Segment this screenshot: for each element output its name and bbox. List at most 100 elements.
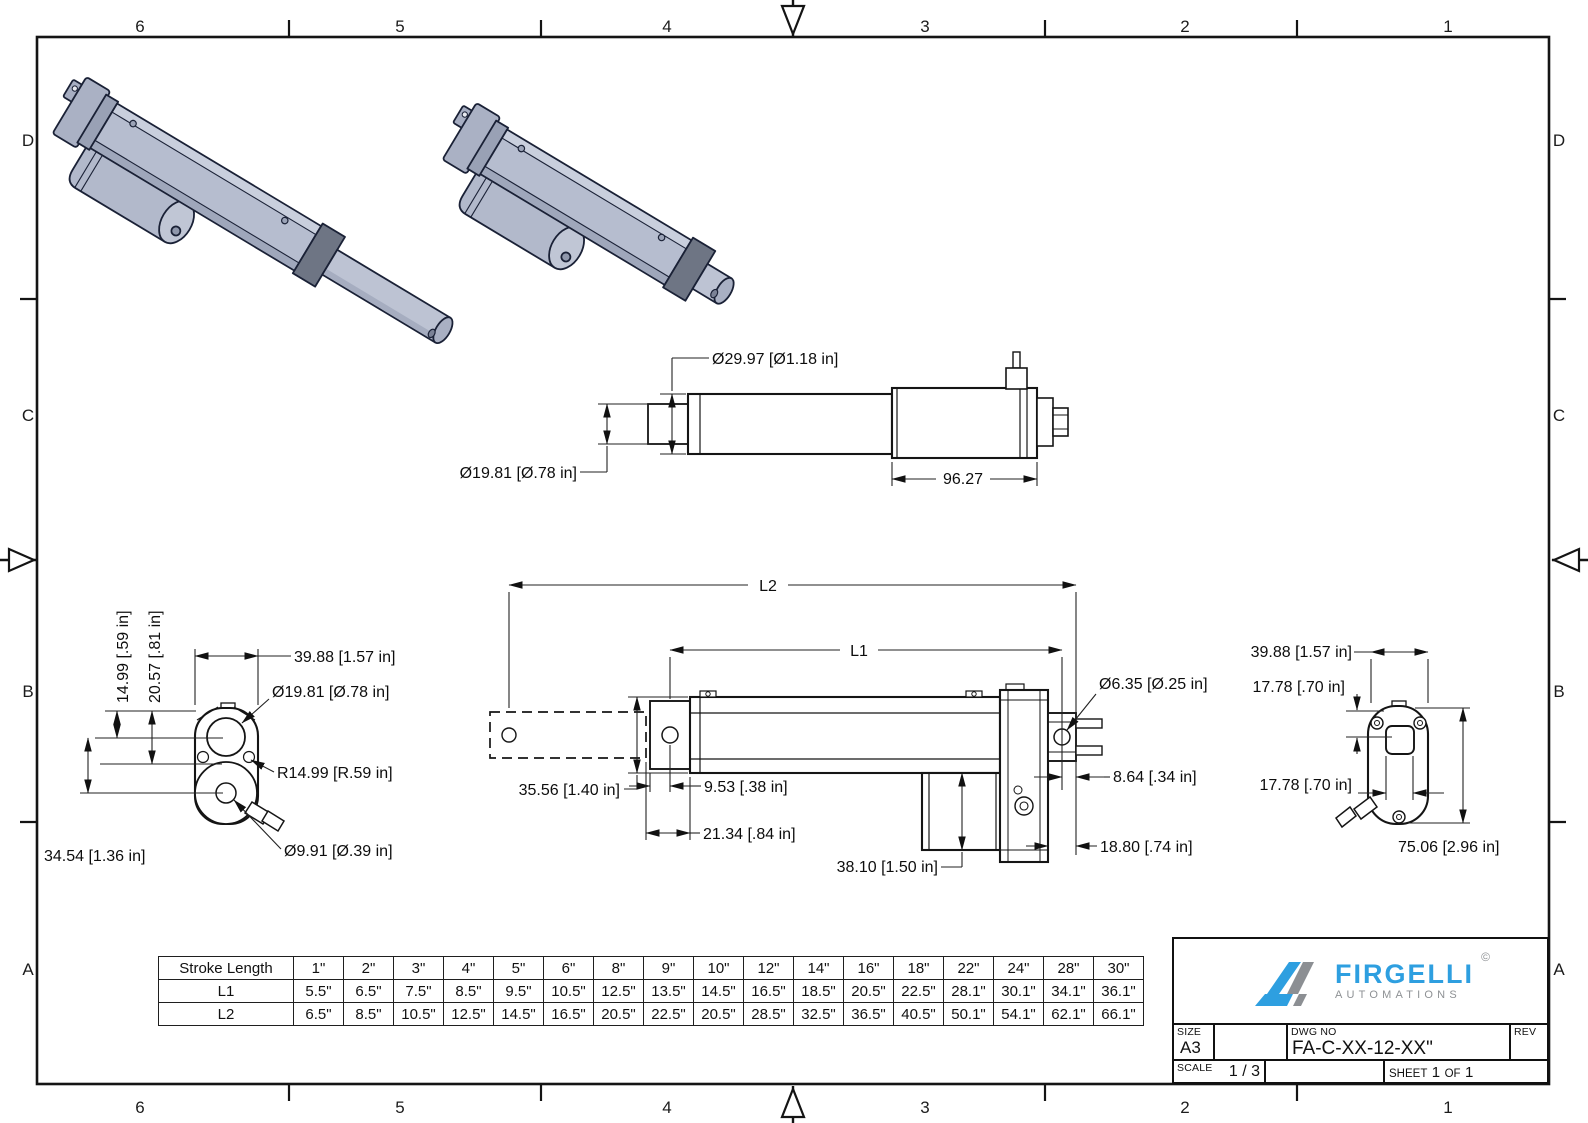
dim-rear-hole: Ø6.35 [Ø.25 in]: [1099, 676, 1208, 693]
zone-row: B: [22, 682, 33, 701]
table-cell: 30.1": [993, 979, 1044, 1003]
table-cell: 6.5": [293, 1002, 344, 1026]
dwg-value: FA-C-XX-12-XX": [1292, 1038, 1433, 1059]
table-cell: 18.5": [793, 979, 844, 1003]
table-cell: 12": [743, 956, 794, 980]
dim-tube-diameter: 35.56 [1.40 in]: [519, 782, 620, 799]
table-cell: 6.5": [343, 979, 394, 1003]
title-block-row2: SIZE A3 DWG NO FA-C-XX-12-XX" REV: [1174, 1025, 1547, 1061]
scale-cell: SCALE 1 / 3: [1174, 1061, 1266, 1082]
blank-cell: [1215, 1025, 1288, 1059]
side-view: Ø29.97 [Ø1.18 in] Ø19.81 [Ø.78 in] 96.27: [460, 351, 1069, 488]
table-cell: 36.5": [843, 1002, 894, 1026]
dim-rod-offset-2: 20.57 [.81 in]: [147, 610, 164, 703]
brand-subname: AUTOMATIONS: [1335, 989, 1461, 1001]
logo-text: FIRGELLI AUTOMATIONS ©: [1335, 951, 1490, 1001]
scale-label: SCALE: [1177, 1062, 1213, 1074]
copyright-mark: ©: [1481, 950, 1490, 964]
center-mark-bottom: [780, 1085, 806, 1123]
table-cell: 18": [893, 956, 944, 980]
table-row-header: Stroke Length: [158, 956, 294, 980]
dim-front-offset-b: 21.34 [.84 in]: [703, 826, 796, 843]
table-cell: 40.5": [893, 1002, 944, 1026]
dim-center-distance: 34.54 [1.36 in]: [44, 848, 145, 865]
dim-ear-radius: R14.99 [R.59 in]: [277, 765, 393, 782]
dim-rear-offset-bottom: 17.78 [.70 in]: [1259, 777, 1352, 794]
table-cell: 9.5": [493, 979, 544, 1003]
rev-cell: REV: [1511, 1025, 1547, 1059]
dim-rear-offset-top: 17.78 [.70 in]: [1252, 679, 1345, 696]
table-cell: 8.5": [343, 1002, 394, 1026]
zone-col: 5: [395, 1098, 404, 1117]
dim-l1: L1: [850, 643, 868, 660]
table-cell: 10.5": [393, 1002, 444, 1026]
table-cell: 5": [493, 956, 544, 980]
table-cell: 24": [993, 956, 1044, 980]
table-cell: 14.5": [693, 979, 744, 1003]
table-cell: 12.5": [593, 979, 644, 1003]
dim-pin-dia: Ø9.91 [Ø.39 in]: [284, 843, 393, 860]
table-row-header: L2: [158, 1002, 294, 1026]
table-cell: 20.5": [843, 979, 894, 1003]
table-cell: 7.5": [393, 979, 444, 1003]
table-cell: 14.5": [493, 1002, 544, 1026]
table-cell: 8": [593, 956, 644, 980]
title-block: FIRGELLI AUTOMATIONS © SIZE A3 DWG NO FA…: [1172, 937, 1549, 1084]
table-cell: 13.5": [643, 979, 694, 1003]
table-cell: 20.5": [693, 1002, 744, 1026]
blank-cell-2: [1266, 1061, 1385, 1082]
dim-rear-width: 18.80 [.74 in]: [1100, 839, 1193, 856]
table-cell: 9": [643, 956, 694, 980]
zone-col: 1: [1443, 17, 1452, 36]
dwg-label: DWG NO: [1291, 1026, 1337, 1038]
table-cell: 10.5": [543, 979, 594, 1003]
plan-view: L2 L1 35.56 [1.40 in] 9.53 [.38 in] 21.3…: [489, 578, 1208, 876]
center-mark-left: [0, 547, 37, 573]
table-cell: 32.5": [793, 1002, 844, 1026]
dim-front-offset-a: 9.53 [.38 in]: [704, 779, 788, 796]
zone-col: 6: [135, 1098, 144, 1117]
table-cell: 2": [343, 956, 394, 980]
title-block-row3: SCALE 1 / 3 SHEET 1 OF 1: [1174, 1061, 1547, 1082]
zone-col: 4: [662, 17, 671, 36]
of-number: 1: [1465, 1064, 1474, 1081]
table-cell: 28": [1043, 956, 1094, 980]
table-cell: 22.5": [643, 1002, 694, 1026]
zone-col: 1: [1443, 1098, 1452, 1117]
table-cell: 54.1": [993, 1002, 1044, 1026]
zone-col: 3: [920, 17, 929, 36]
table-cell: 30": [1093, 956, 1144, 980]
table-cell: 1": [293, 956, 344, 980]
zone-row: A: [1553, 960, 1565, 979]
scale-value: 1 / 3: [1228, 1063, 1260, 1080]
size-cell: SIZE A3: [1174, 1025, 1215, 1059]
table-cell: 12.5": [443, 1002, 494, 1026]
dim-rear-width: 39.88 [1.57 in]: [1251, 644, 1352, 661]
dim-rod-offset-1: 14.99 [.59 in]: [115, 610, 132, 703]
table-cell: 28.5": [743, 1002, 794, 1026]
dim-motor-length: 96.27: [943, 471, 983, 488]
sheet-number: 1: [1431, 1064, 1441, 1081]
zone-row: C: [1553, 406, 1565, 425]
center-mark-top: [780, 0, 806, 38]
table-cell: 4": [443, 956, 494, 980]
zone-row: B: [1553, 682, 1564, 701]
table-cell: 16.5": [743, 979, 794, 1003]
zone-col: 2: [1180, 17, 1189, 36]
dim-rod-dia: Ø19.81 [Ø.78 in]: [272, 684, 389, 701]
table-cell: 14": [793, 956, 844, 980]
dim-l2: L2: [759, 578, 777, 595]
table-cell: 36.1": [1093, 979, 1144, 1003]
table-cell: 16.5": [543, 1002, 594, 1026]
dim-rear-height: 75.06 [2.96 in]: [1398, 839, 1499, 856]
iso-view-extended: [52, 77, 454, 345]
dim-motor-height: 38.10 [1.50 in]: [837, 859, 938, 876]
zone-col: 4: [662, 1098, 671, 1117]
